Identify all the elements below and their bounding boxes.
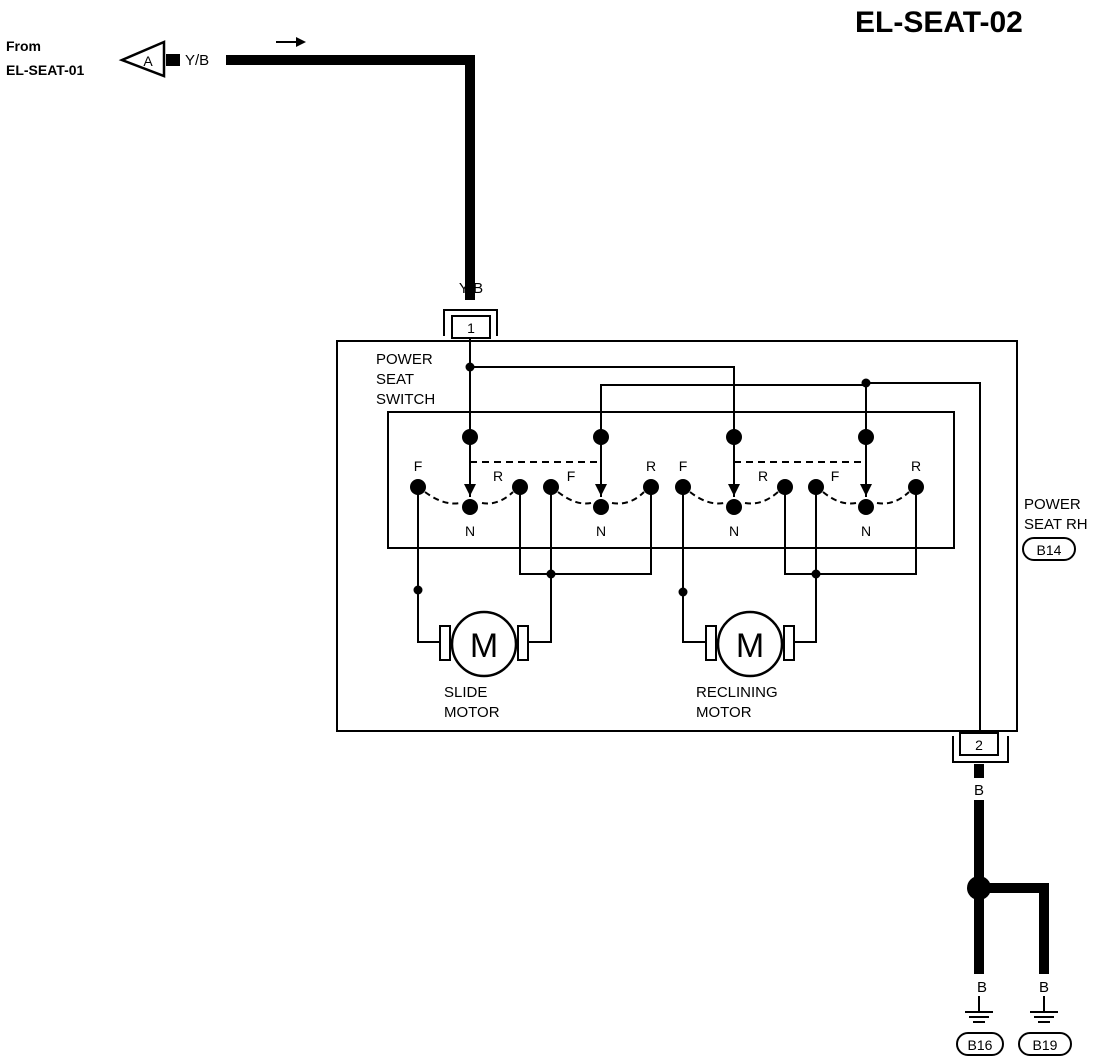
- switch-label-3: SWITCH: [376, 391, 435, 408]
- ground-b19-icon: [1030, 996, 1058, 1023]
- power-seat-switch-box: [387, 411, 955, 549]
- component-connector-id: B14: [1037, 542, 1062, 558]
- contact-r-2: R: [646, 458, 656, 474]
- reclining-motor-label-1: RECLINING: [696, 684, 778, 701]
- from-label: From: [6, 38, 41, 54]
- reclining-motor-label-2: MOTOR: [696, 704, 752, 721]
- ground-splice: [967, 876, 991, 900]
- connector-pin-1: 1: [443, 309, 498, 339]
- ground-b16-icon: [965, 996, 993, 1023]
- contact-n-3: N: [729, 523, 739, 539]
- slide-motor-label-1: SLIDE: [444, 684, 487, 701]
- contact-n-2: N: [596, 523, 606, 539]
- switch-arm-arrows: [464, 484, 872, 496]
- contact-f-2: F: [567, 468, 576, 484]
- reclining-motor-symbol: M: [736, 627, 764, 665]
- contact-n-4: N: [861, 523, 871, 539]
- wire-yb: [226, 55, 475, 300]
- contact-n-1: N: [465, 523, 475, 539]
- wire-b-label: B: [974, 782, 984, 799]
- wire-b: [974, 764, 1049, 974]
- source-wire-color: Y/B: [185, 52, 209, 69]
- contact-f-3: F: [679, 458, 688, 474]
- wire-yb-label: Y/B: [459, 280, 483, 297]
- component-label-1: POWER: [1024, 496, 1081, 513]
- slide-motor-label-2: MOTOR: [444, 704, 500, 721]
- wire-junctions: [413, 362, 871, 597]
- component-connector-badge: [1022, 537, 1076, 561]
- switch-throw-arcs: [424, 491, 910, 505]
- slide-motor: M: [439, 610, 529, 678]
- from-source-label: EL-SEAT-01: [6, 62, 85, 78]
- switch-label-1: POWER: [376, 351, 433, 368]
- ground-b16-badge: [956, 1032, 1004, 1056]
- ground-b19-wire-label: B: [1039, 979, 1049, 996]
- ground-b16-wire-label: B: [977, 979, 987, 996]
- pin-2-label: 2: [975, 737, 983, 753]
- contact-r-1: R: [493, 468, 503, 484]
- contact-r-4: R: [911, 458, 921, 474]
- ground-b19-id: B19: [1033, 1037, 1058, 1053]
- power-seat-rh-box: [336, 340, 1018, 732]
- diagram-code: EL-SEAT-02: [855, 6, 1023, 39]
- current-arrow-icon: [276, 37, 306, 47]
- connector-letter: A: [143, 53, 153, 69]
- ground-b16-id: B16: [968, 1037, 993, 1053]
- connector-pin-2: 2: [952, 732, 1009, 763]
- contact-r-3: R: [758, 468, 768, 484]
- reclining-motor: M: [705, 610, 795, 678]
- contact-f-1: F: [414, 458, 423, 474]
- ground-b19-badge: [1018, 1032, 1072, 1056]
- pin-1-label: 1: [467, 320, 475, 336]
- internal-wiring: [417, 338, 981, 736]
- component-label-2: SEAT RH: [1024, 516, 1088, 533]
- off-page-connector-a[interactable]: A: [118, 40, 180, 78]
- slide-motor-symbol: M: [470, 627, 498, 665]
- switch-label-2: SEAT: [376, 371, 414, 388]
- contact-f-4: F: [831, 468, 840, 484]
- switch-contacts: [410, 429, 924, 515]
